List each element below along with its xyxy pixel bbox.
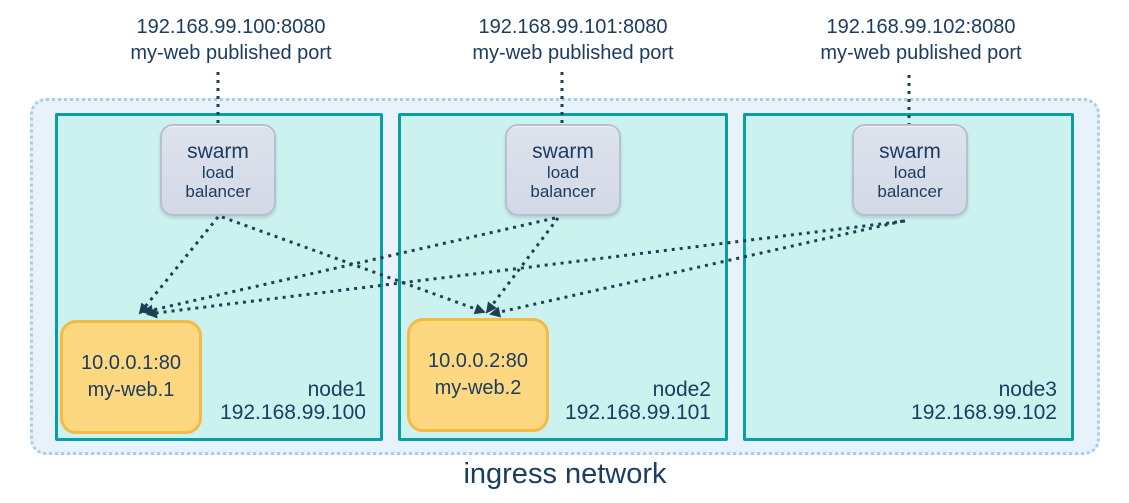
task-name: my-web.2 [434, 377, 522, 399]
published-port-label-2: 192.168.99.101:8080 my-web published por… [433, 14, 713, 66]
published-port-address: 192.168.99.102:8080 [826, 16, 1016, 38]
node1-label: node1 192.168.99.100 [220, 378, 366, 424]
published-port-address: 192.168.99.100:8080 [136, 16, 326, 38]
node2-swarm-load-balancer: swarm load balancer [505, 124, 621, 216]
published-port-label-3: 192.168.99.102:8080 my-web published por… [781, 14, 1061, 66]
task-address: 10.0.0.1:80 [80, 352, 182, 374]
node-ip: 192.168.99.101 [565, 401, 711, 424]
node3-label: node3 192.168.99.102 [911, 378, 1057, 424]
task-my-web-1: 10.0.0.1:80 my-web.1 [60, 320, 202, 434]
published-port-label-1: 192.168.99.100:8080 my-web published por… [91, 14, 371, 66]
published-port-caption: my-web published port [130, 42, 332, 64]
task-address: 10.0.0.2:80 [427, 350, 529, 372]
task-my-web-2: 10.0.0.2:80 my-web.2 [407, 318, 549, 432]
node-name: node2 [652, 378, 711, 401]
node2-label: node2 192.168.99.101 [565, 378, 711, 424]
node-name: node3 [998, 378, 1057, 401]
load-balancer-label: swarm [879, 139, 941, 163]
ingress-network-label: ingress network [463, 458, 667, 490]
load-balancer-label: swarm [532, 139, 594, 163]
node-ip: 192.168.99.100 [220, 401, 366, 424]
load-balancer-label: balancer [185, 181, 251, 201]
task-name: my-web.1 [87, 379, 175, 401]
published-port-address: 192.168.99.101:8080 [478, 16, 668, 38]
load-balancer-label: load [893, 162, 927, 182]
load-balancer-label: balancer [877, 181, 943, 201]
load-balancer-label: load [201, 162, 235, 182]
node3-swarm-load-balancer: swarm load balancer [852, 124, 968, 216]
load-balancer-label: load [546, 162, 580, 182]
published-port-caption: my-web published port [820, 42, 1022, 64]
node1-swarm-load-balancer: swarm load balancer [160, 124, 276, 216]
node-ip: 192.168.99.102 [911, 401, 1057, 424]
node-name: node1 [307, 378, 366, 401]
load-balancer-label: balancer [530, 181, 596, 201]
load-balancer-label: swarm [187, 139, 249, 163]
published-port-caption: my-web published port [472, 42, 674, 64]
